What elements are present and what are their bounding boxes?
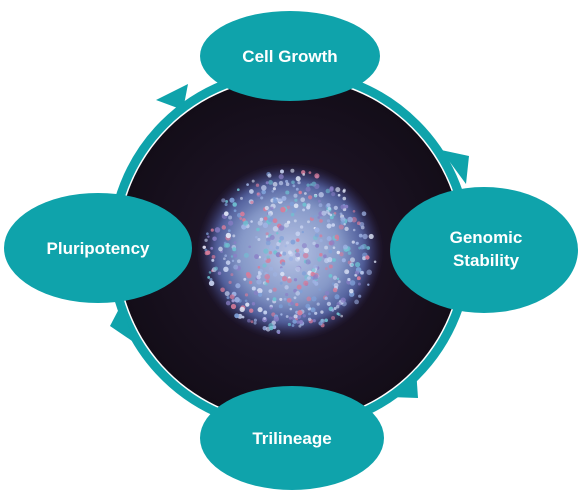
node-pluripotency-label: Pluripotency <box>47 239 151 258</box>
node-cell-growth-label: Cell Growth <box>242 47 337 66</box>
node-pluripotency: Pluripotency <box>4 193 192 303</box>
node-trilineage-label: Trilineage <box>252 429 331 448</box>
clockwise-arrow-bottom-left <box>110 305 135 343</box>
clockwise-arrow-bottom-right <box>390 369 418 398</box>
stem-cell-colony-image <box>197 163 383 340</box>
clockwise-arrow-top-left <box>156 84 188 110</box>
node-genomic-stability-line2: Stability <box>453 251 520 270</box>
clockwise-arrow-top-right <box>441 150 469 184</box>
node-cell-growth: Cell Growth <box>200 11 380 101</box>
node-genomic-stability-line1: Genomic <box>450 228 523 247</box>
node-genomic-stability: Genomic Stability <box>390 187 578 313</box>
node-trilineage: Trilineage <box>200 386 384 490</box>
